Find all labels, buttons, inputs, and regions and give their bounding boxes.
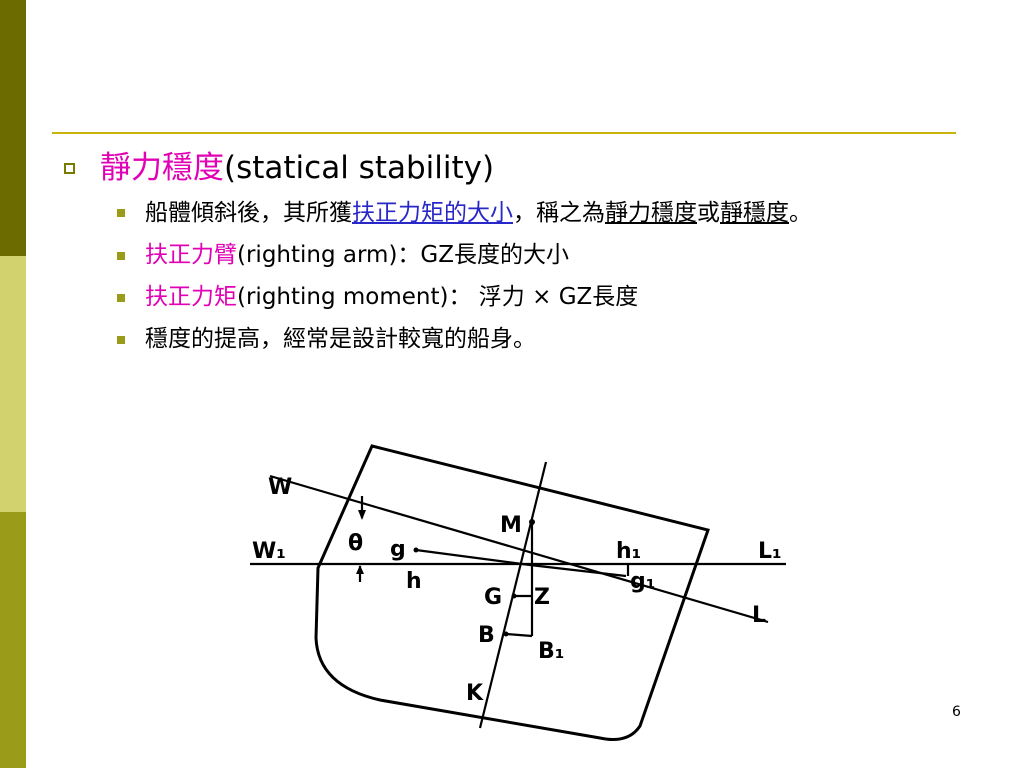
- bullet-icon: [117, 209, 125, 217]
- label-g: g: [390, 537, 406, 562]
- bullet-2-term: 扶正力臂: [145, 242, 237, 268]
- link-righting-moment[interactable]: 扶正力矩的大小: [352, 200, 513, 226]
- label-B: B: [478, 623, 495, 648]
- label-K: K: [466, 681, 484, 706]
- label-B1: B₁: [538, 639, 564, 664]
- bullet-1-term: 靜穩度: [720, 200, 789, 226]
- left-bar-segment-mid: [0, 512, 26, 768]
- moment-line-h1: [529, 563, 627, 578]
- label-g1: g₁: [630, 569, 655, 594]
- bullet-3: 扶正力矩(righting moment)： 浮力 × GZ長度: [145, 282, 638, 312]
- label-h1: h₁: [616, 539, 641, 564]
- heading-term: 靜力穩度: [100, 150, 224, 186]
- label-L: L: [752, 603, 766, 628]
- waterline-WL: [269, 474, 769, 624]
- left-decor-bar: [0, 0, 26, 768]
- BB1-line: [505, 632, 533, 638]
- bullet-3-text: (righting moment)： 浮力 × GZ長度: [237, 284, 639, 310]
- label-h: h: [406, 569, 422, 594]
- bullet-3-term: 扶正力矩: [145, 284, 237, 310]
- bullet-1-text: 船體傾斜後，其所獲: [145, 200, 352, 226]
- stability-diagram: W W₁ L₁ L θ g h M h₁ g₁ G Z B B₁ K: [250, 444, 786, 741]
- bullet-icon: [117, 252, 125, 260]
- page-number: 6: [952, 704, 961, 720]
- bullet-icon: [117, 294, 125, 302]
- left-bar-segment-dark: [0, 0, 26, 256]
- moment-line-g: [415, 548, 531, 567]
- bullet-4-text: 穩度的提高，經常是設計較寬的船身。: [145, 326, 536, 352]
- label-W: W: [268, 475, 292, 500]
- label-W1: W₁: [252, 539, 286, 564]
- bullet-1-text: ，稱之為: [513, 200, 605, 226]
- bullet-1-text: 。: [789, 200, 812, 226]
- left-bar-segment-light: [0, 256, 26, 512]
- heading-english: (statical stability): [224, 150, 495, 186]
- label-L1: L₁: [758, 539, 782, 564]
- title-divider: [52, 132, 956, 134]
- bullet-2-text: (righting arm)：GZ長度的大小: [237, 242, 569, 268]
- label-G: G: [484, 585, 502, 610]
- label-M: M: [500, 513, 522, 538]
- bullet-1-term: 靜力穩度: [605, 200, 697, 226]
- bullet-icon: [117, 336, 125, 344]
- hull-outline: [314, 444, 710, 741]
- bullet-1-text: 或: [697, 200, 720, 226]
- label-theta: θ: [348, 531, 363, 556]
- square-bullet-icon: [64, 163, 75, 174]
- bullet-4: 穩度的提高，經常是設計較寬的船身。: [145, 324, 536, 354]
- bullet-1: 船體傾斜後，其所獲扶正力矩的大小，稱之為靜力穩度或靜穩度。: [145, 198, 812, 228]
- heading: 靜力穩度(statical stability): [100, 148, 494, 188]
- label-Z: Z: [534, 585, 550, 610]
- bullet-2: 扶正力臂(righting arm)：GZ長度的大小: [145, 240, 569, 270]
